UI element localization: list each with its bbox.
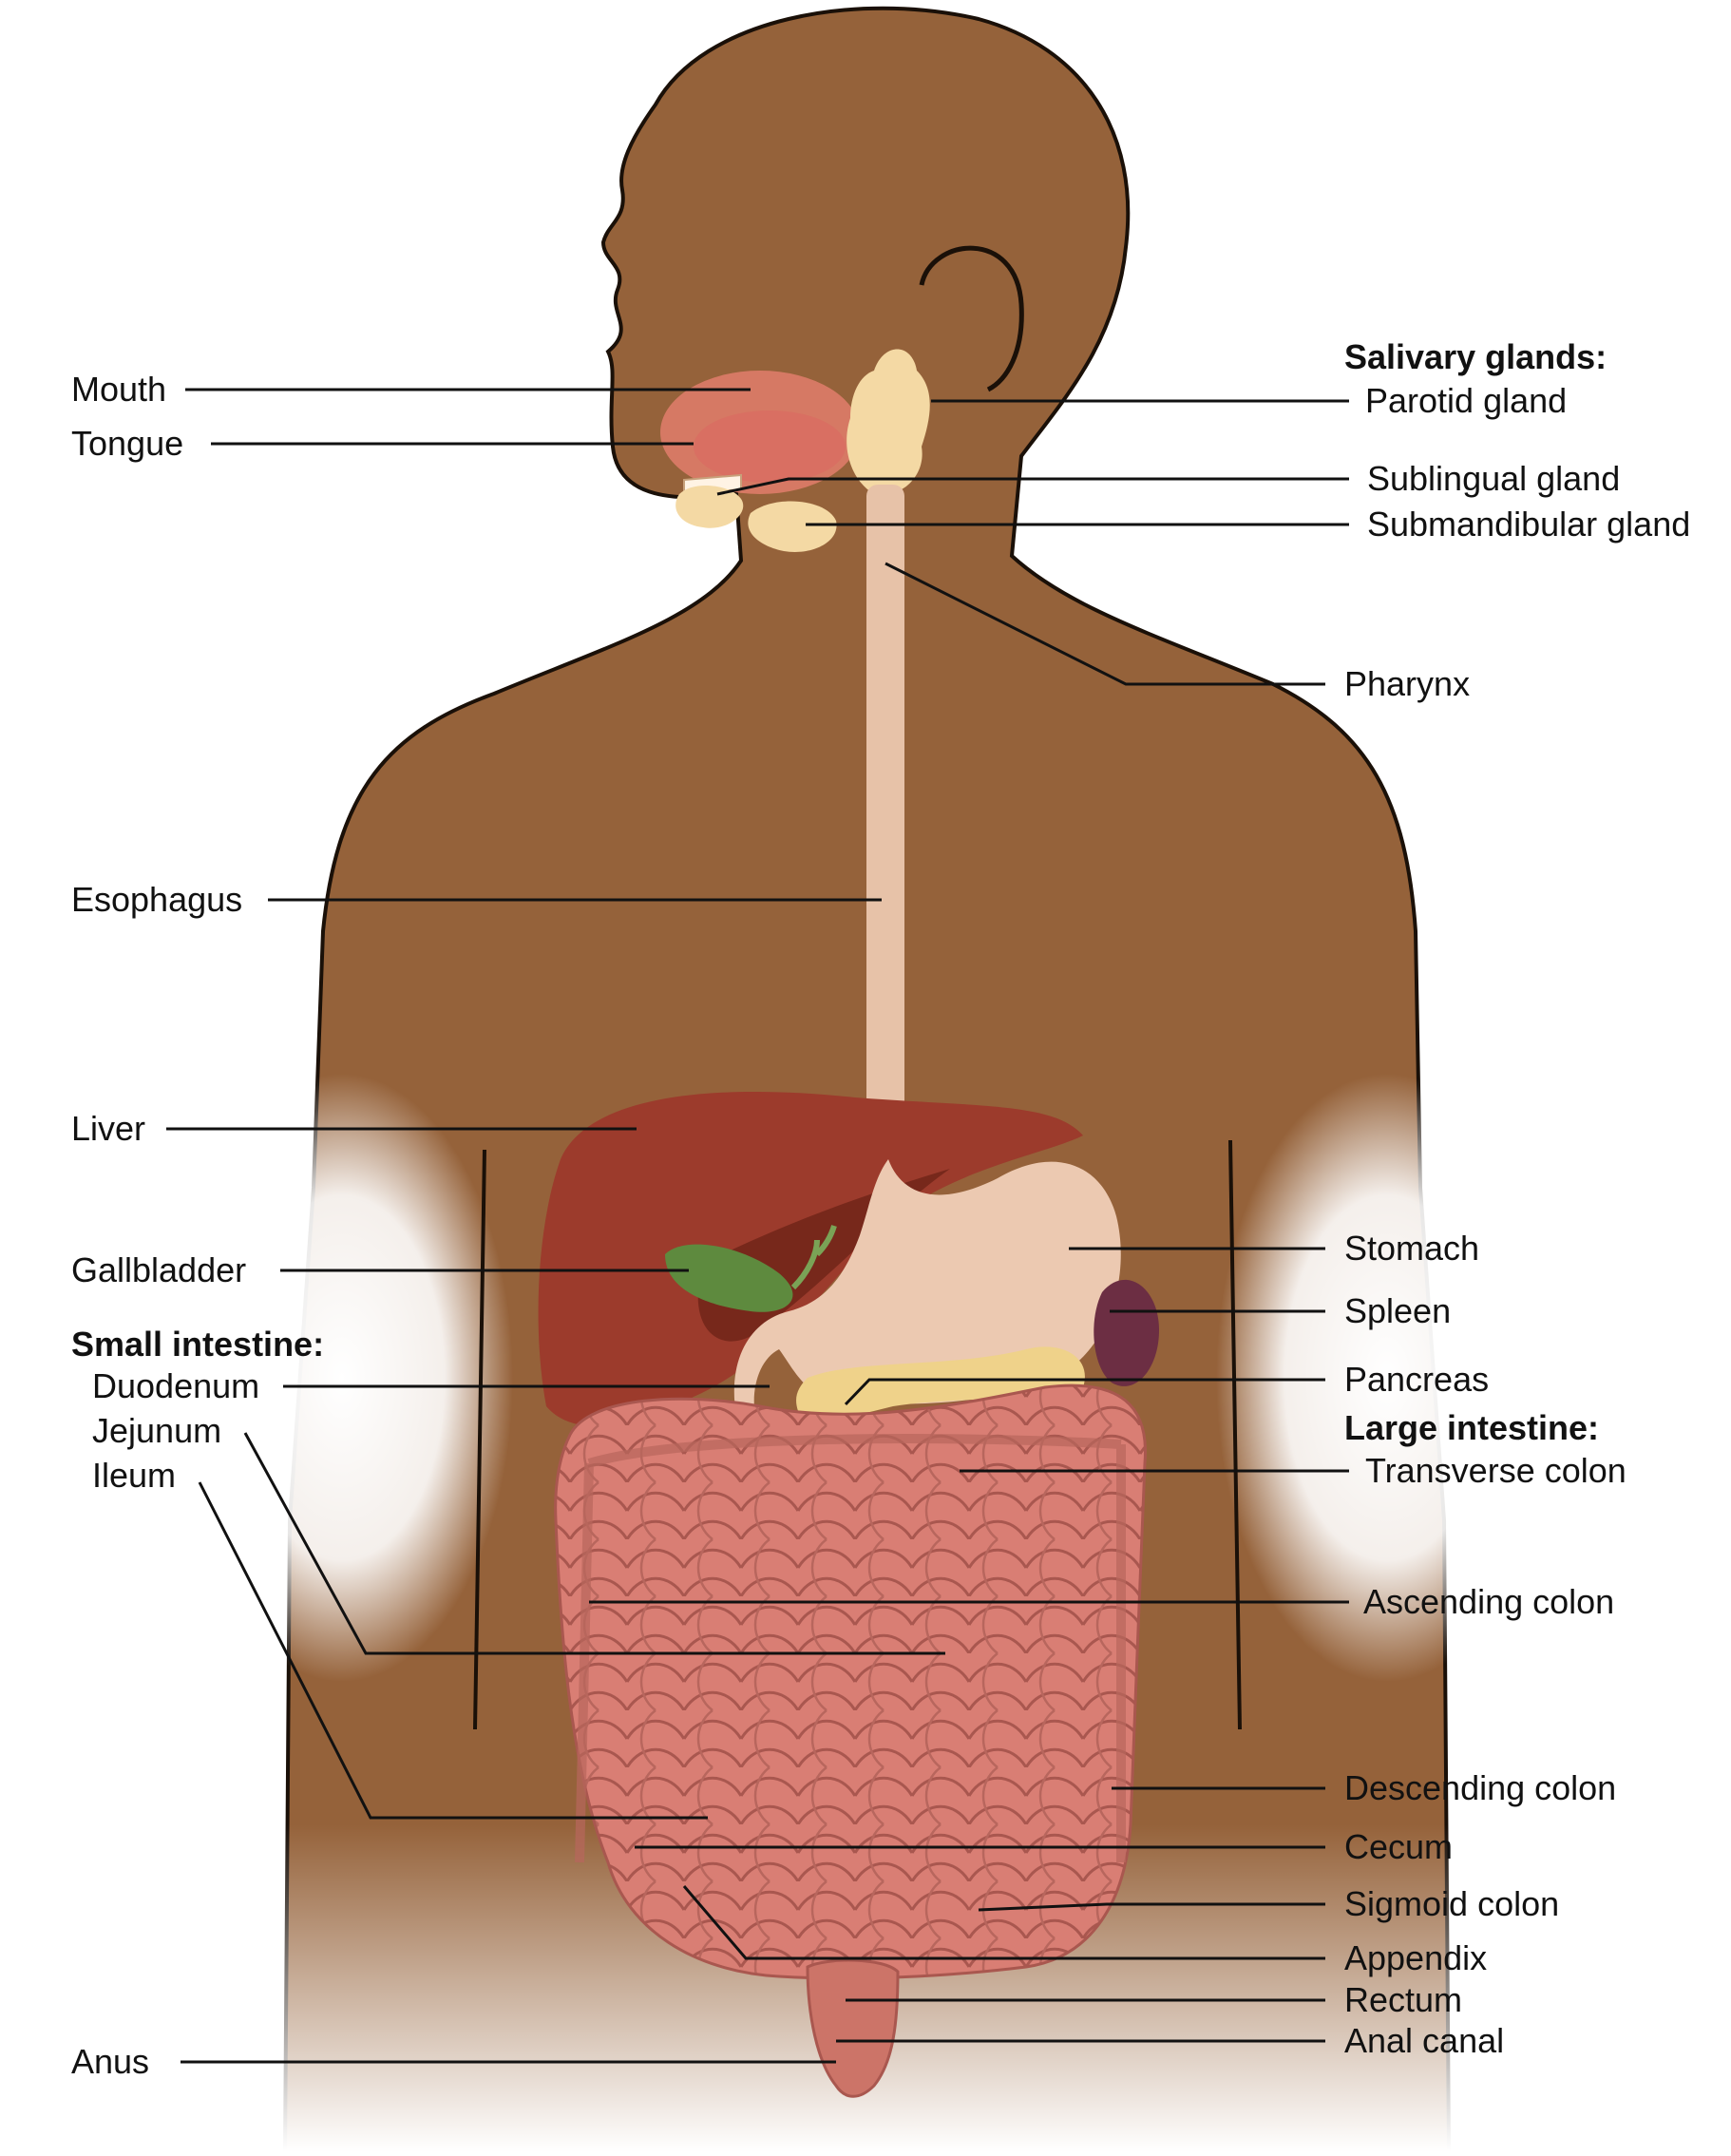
parotid-gland-shape: [846, 349, 930, 495]
label-spleen: Spleen: [1344, 1291, 1452, 1330]
label-stomach: Stomach: [1344, 1229, 1480, 1268]
label-transverse-colon: Transverse colon: [1365, 1451, 1626, 1490]
label-sigmoid-colon: Sigmoid colon: [1344, 1884, 1560, 1923]
right-arm-line: [1228, 1139, 1242, 1730]
leader-ileum: [198, 1481, 708, 1820]
label-cecum: Cecum: [1344, 1827, 1454, 1866]
label-ileum: Ileum: [92, 1456, 177, 1495]
label-liver: Liver: [71, 1109, 146, 1148]
intestines-shape: [554, 1383, 1148, 1980]
leader-sigmoid: [978, 1902, 1325, 1912]
right-waist-fade: [1216, 1074, 1558, 1682]
sublingual-gland-shape: [675, 485, 744, 528]
label-anal-canal: Anal canal: [1344, 2021, 1505, 2060]
label-anus: Anus: [71, 2042, 150, 2081]
label-esophagus: Esophagus: [71, 880, 243, 919]
esophagus-tube: [866, 485, 904, 1169]
left-arm-line: [473, 1149, 486, 1730]
label-submandibular-gland: Submandibular gland: [1367, 505, 1691, 544]
label-salivary-glands-header: Salivary glands:: [1344, 337, 1607, 376]
label-rectum: Rectum: [1344, 1980, 1463, 2019]
leader-pharynx: [885, 562, 1325, 686]
leader-lines: [166, 388, 1349, 2064]
bile-duct: [790, 1225, 837, 1290]
label-mouth: Mouth: [71, 370, 167, 409]
label-gallbladder: Gallbladder: [71, 1250, 247, 1289]
label-small-intestine-header: Small intestine:: [71, 1325, 325, 1364]
label-parotid-gland: Parotid gland: [1365, 381, 1568, 420]
pancreas-shape: [796, 1346, 1085, 1419]
colon-frame: [575, 1434, 1126, 1863]
leader-pancreas: [844, 1378, 1325, 1406]
spleen-shape: [1094, 1279, 1159, 1386]
tongue-shape: [694, 410, 846, 483]
label-jejunum: Jejunum: [92, 1411, 222, 1450]
label-appendix: Appendix: [1344, 1938, 1488, 1977]
label-tongue: Tongue: [71, 424, 184, 463]
label-pharynx: Pharynx: [1344, 664, 1471, 703]
gallbladder-shape: [665, 1244, 793, 1312]
label-large-intestine-header: Large intestine:: [1344, 1408, 1600, 1447]
label-pancreas: Pancreas: [1344, 1360, 1490, 1399]
ear-outline: [919, 245, 1024, 392]
submandibular-gland-shape: [748, 501, 837, 552]
label-ascending-colon: Ascending colon: [1363, 1582, 1615, 1621]
label-duodenum: Duodenum: [92, 1366, 260, 1405]
label-descending-colon: Descending colon: [1344, 1768, 1617, 1807]
leader-appendix: [682, 1885, 1325, 1960]
leader-sublingual: [716, 477, 1349, 496]
label-sublingual-gland: Sublingual gland: [1367, 459, 1621, 498]
leader-jejunum: [243, 1432, 945, 1655]
left-waist-fade: [171, 1074, 513, 1682]
